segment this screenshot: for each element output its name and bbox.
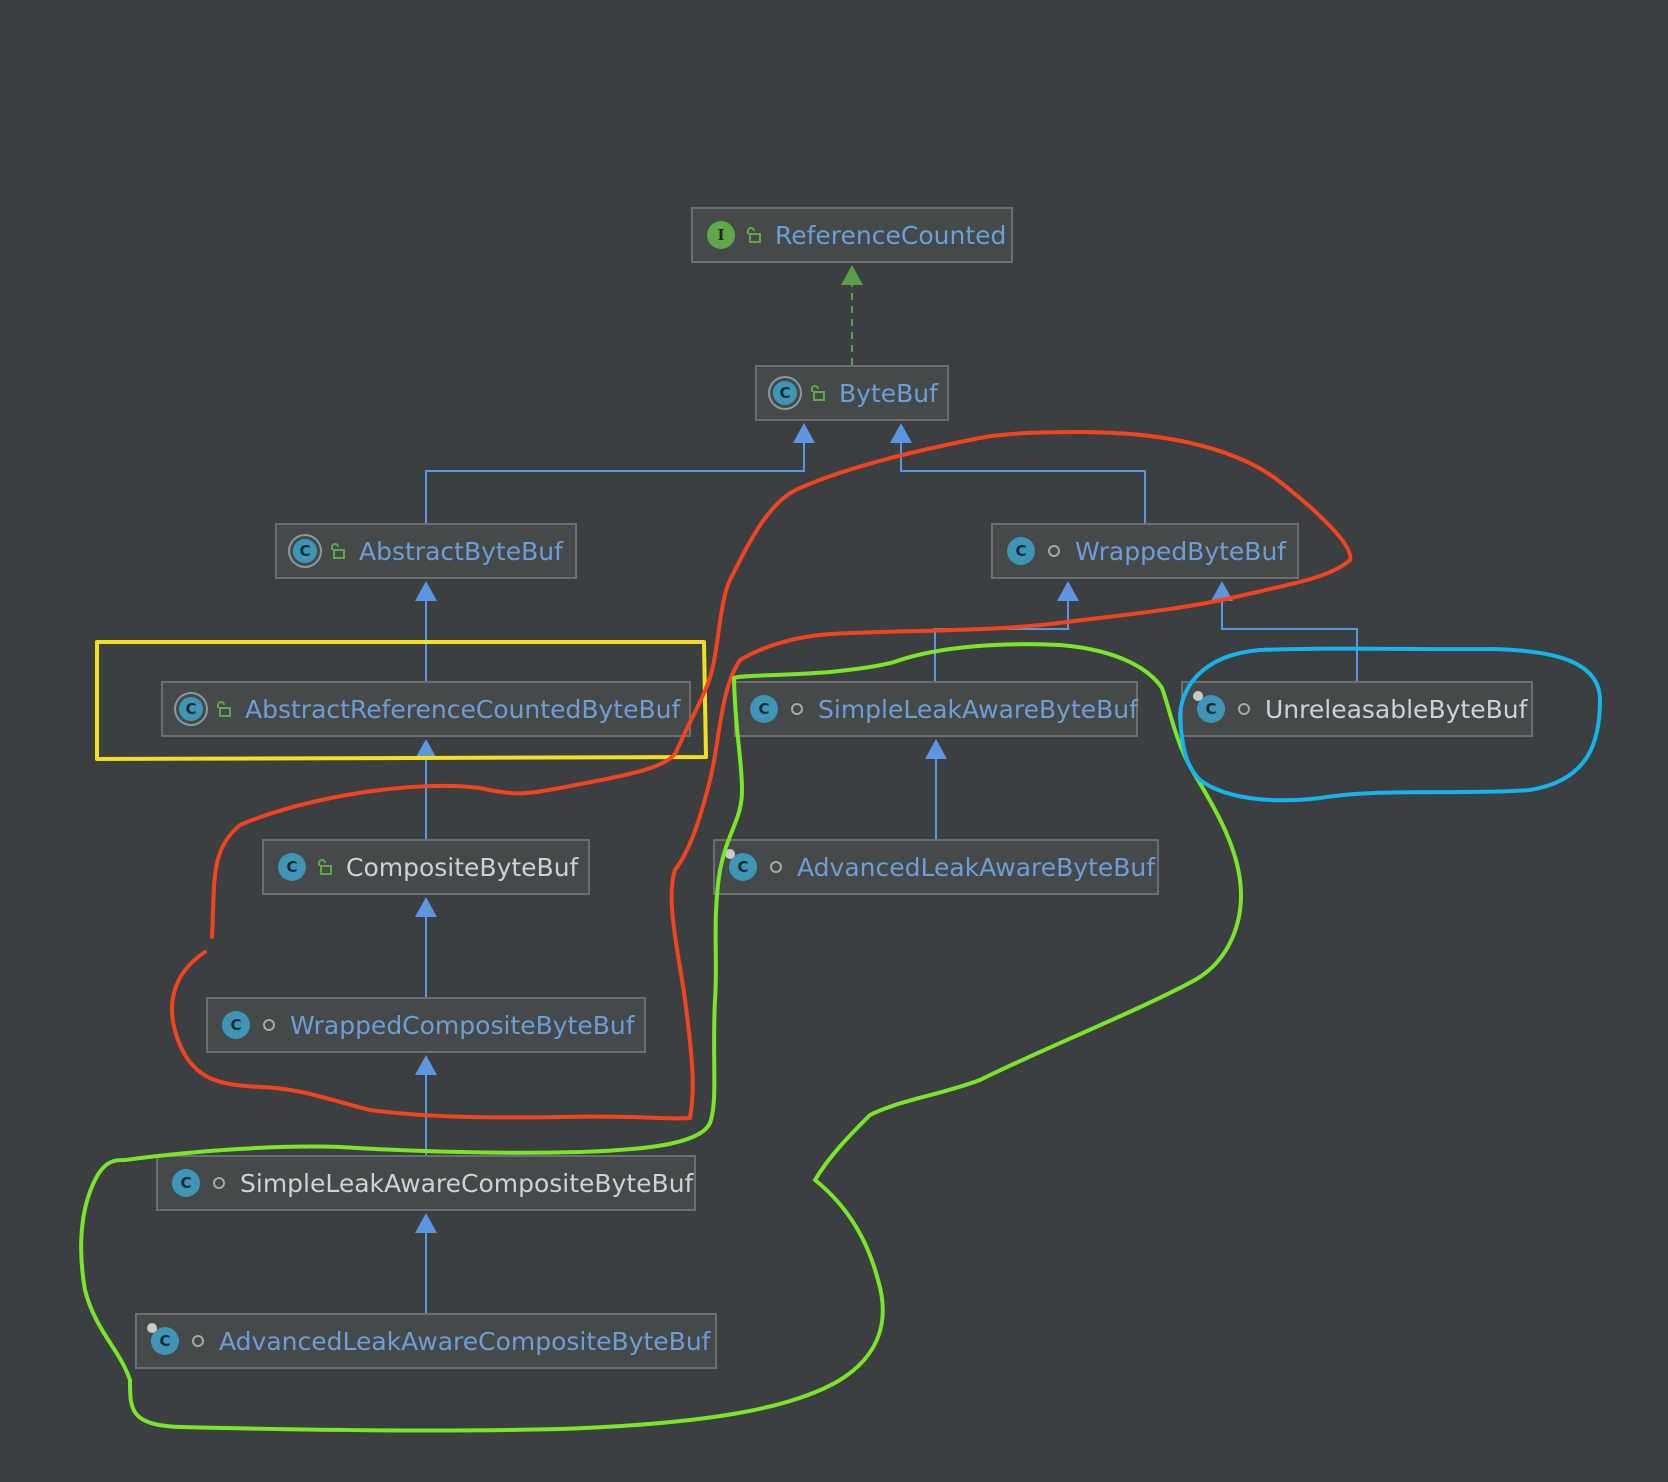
arrowhead [890,423,912,443]
inner-class-icon: C [147,1323,179,1355]
public-lock-icon [743,224,765,246]
abstract-class-icon: C [179,697,203,721]
node-byte-buf[interactable]: C ByteBuf [755,365,949,421]
arrowhead [925,739,947,759]
node-label: WrappedCompositeByteBuf [290,1010,635,1040]
package-private-icon [786,698,808,720]
node-label: UnreleasableByteBuf [1265,694,1528,724]
node-abstract-reference-counted-byte-buf[interactable]: C AbstractReferenceCountedByteBuf [161,681,691,737]
arrowhead [841,265,863,285]
abstract-class-icon: C [773,381,797,405]
edge-extends [900,441,1146,523]
node-label: CompositeByteBuf [346,852,579,882]
edge-extends [425,441,805,523]
arrowhead [415,897,437,917]
public-lock-icon [807,382,829,404]
node-unreleasable-byte-buf[interactable]: C UnreleasableByteBuf [1181,681,1533,737]
inner-class-icon: C [725,849,757,881]
node-label: SimpleLeakAwareByteBuf [818,694,1138,724]
node-advanced-leak-aware-composite-byte-buf[interactable]: C AdvancedLeakAwareCompositeByteBuf [135,1313,717,1369]
package-private-icon [208,1172,230,1194]
node-label: ReferenceCounted [775,220,1007,250]
public-lock-icon [327,540,349,562]
class-icon: C [278,853,306,881]
node-wrapped-byte-buf[interactable]: C WrappedByteBuf [991,523,1299,579]
public-lock-icon [213,698,235,720]
node-label: AdvancedLeakAwareCompositeByteBuf [219,1326,711,1356]
node-label: WrappedByteBuf [1075,536,1287,566]
arrowhead [415,1055,437,1075]
arrowhead [1211,581,1233,601]
node-advanced-leak-aware-byte-buf[interactable]: C AdvancedLeakAwareByteBuf [713,839,1159,895]
node-reference-counted[interactable]: I ReferenceCounted [691,207,1013,263]
node-label: ByteBuf [839,378,938,408]
class-icon: C [172,1169,200,1197]
node-label: AbstractByteBuf [359,536,563,566]
node-composite-byte-buf[interactable]: C CompositeByteBuf [262,839,590,895]
class-icon: C [1007,537,1035,565]
node-label: AdvancedLeakAwareByteBuf [797,852,1156,882]
class-icon: C [222,1011,250,1039]
node-wrapped-composite-byte-buf[interactable]: C WrappedCompositeByteBuf [206,997,646,1053]
abstract-class-icon: C [293,539,317,563]
package-private-icon [1233,698,1255,720]
node-label: AbstractReferenceCountedByteBuf [245,694,681,724]
package-private-icon [258,1014,280,1036]
node-simple-leak-aware-composite-byte-buf[interactable]: C SimpleLeakAwareCompositeByteBuf [156,1155,696,1211]
edge-extends [1221,599,1358,681]
arrowhead [415,739,437,759]
arrowhead [415,1213,437,1233]
node-label: SimpleLeakAwareCompositeByteBuf [240,1168,694,1198]
arrowhead [793,423,815,443]
node-abstract-byte-buf[interactable]: C AbstractByteBuf [275,523,577,579]
inner-class-icon: C [1193,691,1225,723]
node-simple-leak-aware-byte-buf[interactable]: C SimpleLeakAwareByteBuf [734,681,1138,737]
package-private-icon [765,856,787,878]
arrowhead [415,581,437,601]
interface-icon: I [707,221,735,249]
package-private-icon [1043,540,1065,562]
class-icon: C [750,695,778,723]
arrowhead [1057,581,1079,601]
public-lock-icon [314,856,336,878]
package-private-icon [187,1330,209,1352]
edge-extends [934,599,1069,681]
